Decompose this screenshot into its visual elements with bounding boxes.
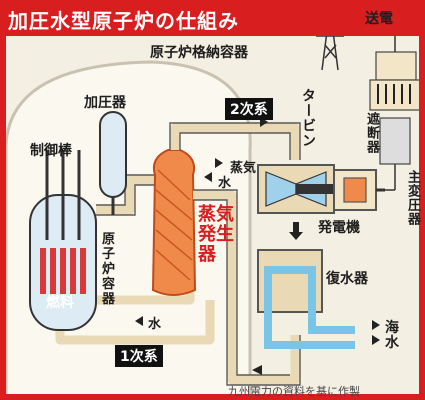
label-sea-water: 水 — [385, 335, 399, 351]
reactor-vessel — [29, 150, 97, 331]
label-steam-generator: 蒸気発生器 — [198, 204, 234, 265]
label-generator: 発電機 — [318, 220, 360, 236]
header-bar — [0, 0, 425, 36]
generator — [333, 169, 385, 211]
label-primary-loop: 1次系 — [115, 345, 163, 367]
label-fuel: 燃料 — [46, 295, 74, 311]
source-credit: 九州電力の資料を基に作製 — [228, 385, 360, 398]
label-sea: 海 — [385, 320, 399, 336]
label-control-rods: 制御棒 — [30, 143, 72, 159]
label-breaker: 遮断器 — [364, 112, 379, 154]
steam-generator — [151, 149, 197, 296]
label-water-sg: 水 — [218, 176, 232, 191]
fuel-rods — [40, 248, 86, 294]
label-turbine: タービン — [300, 88, 316, 148]
label-transmission: 送電 — [365, 11, 393, 27]
label-steam: 蒸気 — [230, 161, 257, 176]
turbine — [257, 164, 335, 214]
condenser — [257, 249, 355, 349]
label-pressurizer: 加圧器 — [84, 95, 126, 111]
label-secondary-loop: 2次系 — [225, 98, 273, 120]
label-containment: 原子炉格納容器 — [150, 45, 248, 61]
label-condenser: 復水器 — [326, 271, 368, 287]
pressurizer-tank — [99, 111, 127, 198]
diagram-title: 加圧水型原子炉の仕組み — [8, 9, 239, 33]
label-main-transformer: 主変圧器 — [405, 170, 420, 226]
label-water-primary: 水 — [148, 317, 162, 332]
breaker-unit — [369, 51, 421, 165]
secondary-loop-pipes — [170, 123, 300, 385]
label-reactor-vessel: 原子炉容器 — [102, 232, 116, 307]
